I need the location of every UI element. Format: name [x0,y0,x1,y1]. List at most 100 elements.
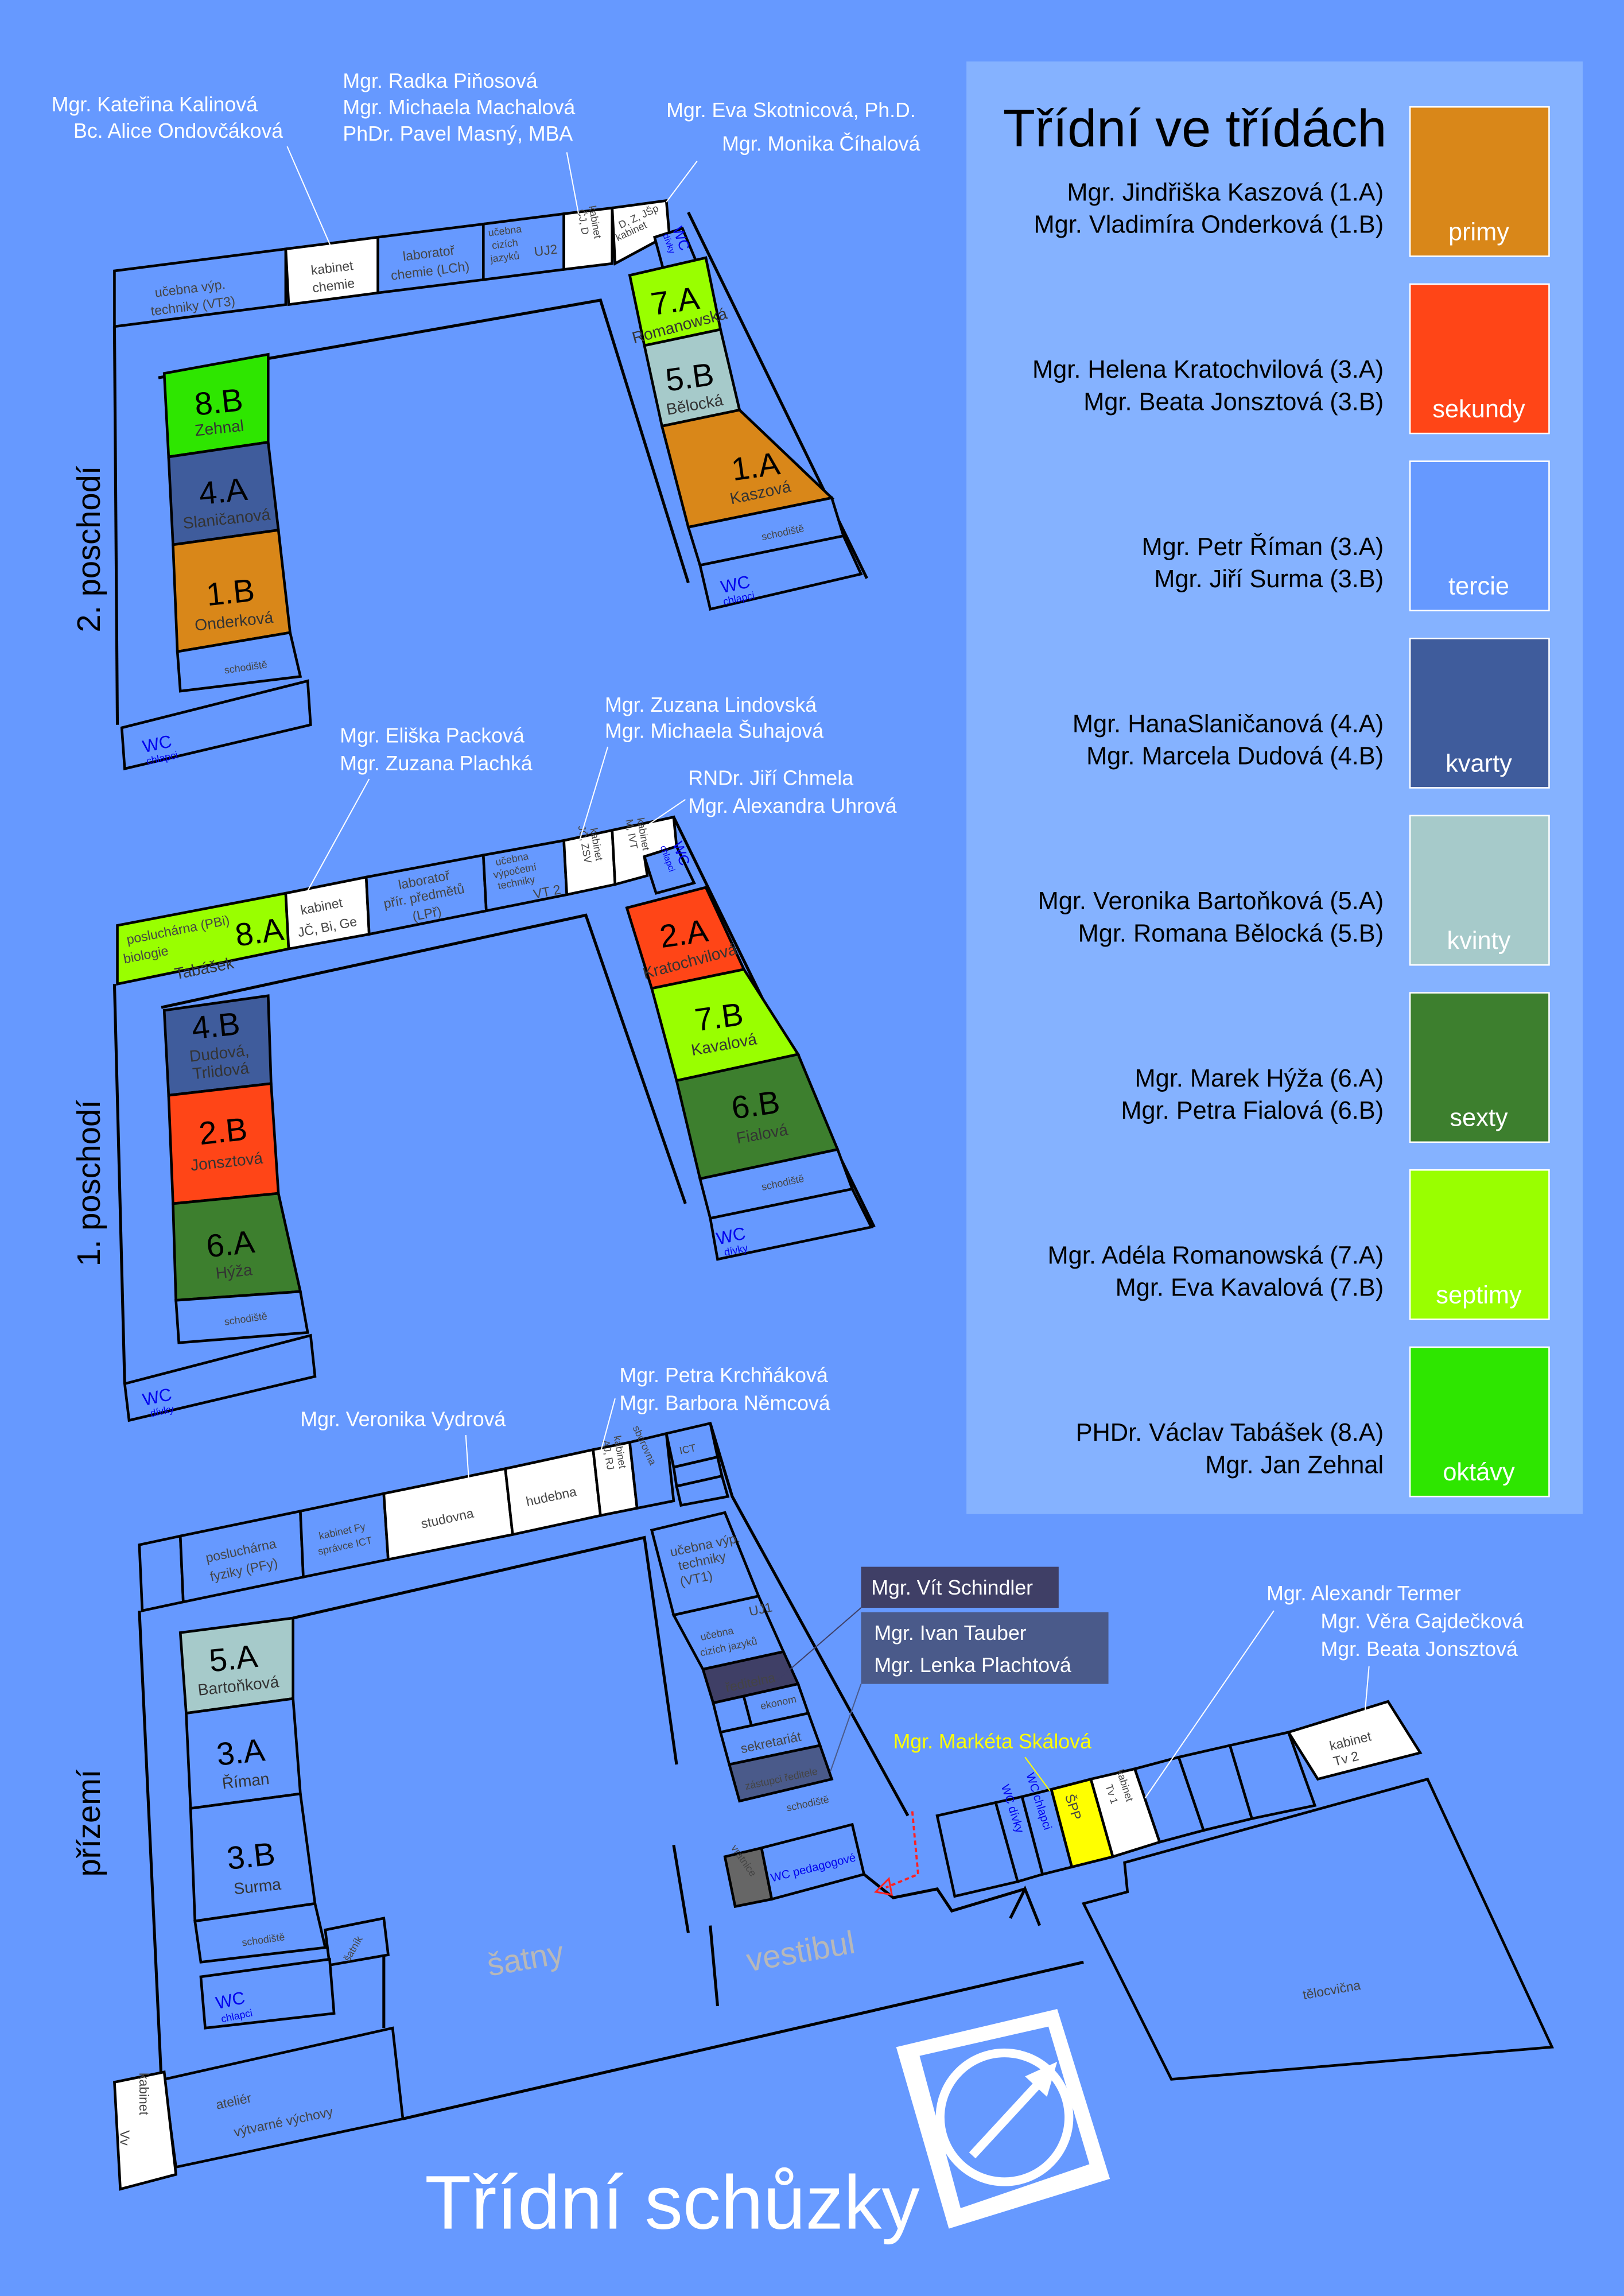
legend-swatch-label: tercie [1448,573,1509,600]
class-id: 6.A [204,1223,257,1265]
callout-text: Mgr. Alexandra Uhrová [688,794,896,817]
legend-swatch [1409,1346,1550,1498]
wall [112,984,126,1384]
callout-text: PhDr. Pavel Masný, MBA [343,122,573,145]
class-id: 5.B [663,356,716,398]
callout-text: Mgr. Barbora Němcová [620,1392,830,1415]
class-id: 3.A [215,1731,267,1773]
wall [402,1960,1084,2120]
legend-teacher: PHDr. Václav Tabášek (8.A) [1076,1419,1384,1446]
class-6a: 6.A Hýža [172,1192,302,1302]
legend-item: tercie Mgr. Petr Říman (3.A) Mgr. Jiří Sur… [1142,460,1550,612]
logo-arrowhead-icon [1025,2061,1058,2097]
callout-text: Mgr. Michaela Machalová [343,96,575,119]
leader-line [600,1398,616,1453]
callout-box [861,1612,1109,1684]
wall [709,1925,719,2007]
class-id: 5.A [207,1638,259,1679]
arrow-head-icon [873,1876,893,1896]
legend-teacher: Mgr. Veronika Bartoňková (5.A) [1038,887,1384,915]
class-5b: 5.B Bělocká [643,328,741,428]
callout-text: Mgr. Alexandr Termer [1266,1582,1461,1605]
room-label: Vv [118,2130,133,2146]
callout-kabinet-bi: Mgr. Eliška Packová Mgr. Zuzana Plachká [304,724,533,897]
floor-label-2: 2. poschodí [71,466,107,633]
leader-line [829,1684,862,1773]
callout-text: Mgr. Kateřina Kalinová [52,93,258,116]
wall [138,1611,163,2080]
callout-text: Mgr. Eva Skotnicová, Ph.D. [666,99,916,122]
legend-swatch [1409,815,1550,966]
legend-teacher: Mgr. Eva Kavalová (7.B) [1116,1274,1384,1302]
legend-teacher: Mgr. Adéla Romanowská (7.A) [1048,1242,1384,1270]
legend-teacher: Mgr. Petr Říman (3.A) [1142,533,1384,561]
legend-teacher: Mgr. Jiří Surma (3.B) [1154,565,1384,593]
callout-text: Mgr. Monika Číhalová [722,133,920,156]
room-unlabeled [1228,1731,1317,1821]
room-wc-divky [123,1333,317,1422]
room-vt3 [113,247,287,328]
class-id: 4.A [197,471,250,512]
callout-text: Mgr. Ivan Tauber [874,1622,1026,1645]
school-logo [896,2009,1110,2229]
room-wc-divky [709,1187,873,1261]
legend-swatch-label: sexty [1450,1104,1508,1132]
legend-swatch-label: kvinty [1447,927,1511,955]
legend-swatch [1409,106,1550,257]
callout-kabinet-chemie: Mgr. Kateřina Kalinová Bc. Alice Ondovčá… [52,93,338,261]
room-stairs [176,631,302,693]
callout-zastupci: Mgr. Ivan Tauber Mgr. Lenka Plachtová [829,1612,1109,1773]
room-label: kabinet [137,2073,151,2116]
room-unlabeled [675,1474,730,1507]
leader-line [666,161,698,203]
legend-title: Třídní ve třídách [1003,99,1387,158]
legend-teacher: Mgr. Jan Zehnal [1205,1451,1384,1479]
callout-tv: Mgr. Alexandr Termer Mgr. Věra Gajdečkov… [1144,1582,1524,1799]
class-id: 2.B [197,1111,249,1151]
class-id: 8.B [193,381,244,422]
ground-floor-plan: posluchárna fyziky (PFy) kabinet Fy sprá… [113,1364,1555,2191]
class-3a: 3.A Říman [185,1697,302,1810]
room-kabinet-vv [113,2070,178,2191]
callout-kabinet-d-z: Mgr. Eva Skotnicová, Ph.D. Mgr. Monika Č… [666,99,920,203]
class-3b: 3.B Surma [189,1792,317,1923]
callout-text: Mgr. Petra Krchňáková [620,1364,828,1387]
class-id: 2.A [658,912,711,955]
class-5a: 5.A Bartoňková [178,1616,294,1715]
logo-arrow-icon [969,2076,1046,2159]
floor-label-ground: přízemí [71,1769,107,1876]
leader-line [1363,1666,1370,1716]
legend-swatch-label: kvarty [1446,750,1512,777]
page-title: Třídní schůzky [425,2161,920,2245]
legend-swatch-label: sekundy [1432,395,1525,423]
class-4b: 4.B Dudová, Trlidová [162,994,273,1097]
class-id: 4.B [190,1005,242,1046]
class-id: 7.A [648,280,702,322]
callout-text: Mgr. Radka Piňosová [343,69,537,92]
class-7b: 7.B Kavalová [650,968,801,1083]
courtyard-wall [293,1535,678,1765]
callout-kabinet-aj: Mgr. Petra Krchňáková Mgr. Barbora Němco… [600,1364,830,1453]
legend-teacher: Mgr. HanaSlaničanová (4.A) [1073,711,1384,738]
callout-text: Mgr. Zuzana Plachká [340,752,533,775]
room-satnik [324,1917,390,1967]
legend-teacher: Mgr. Marek Hýža (6.A) [1135,1065,1384,1092]
room-zastupci-reditele [727,1744,834,1803]
legend-teacher: Mgr. Beata Jonsztová (3.B) [1083,388,1384,416]
wall [112,326,119,725]
callout-text: Bc. Alice Ondovčáková [73,119,283,142]
class-8b: 8.B Zehnal [162,352,270,459]
wall [672,1844,690,1933]
leader-line [465,1434,469,1479]
legend-swatch [1409,1169,1550,1320]
class-2b: 2.B Jonsztová [167,1082,280,1205]
